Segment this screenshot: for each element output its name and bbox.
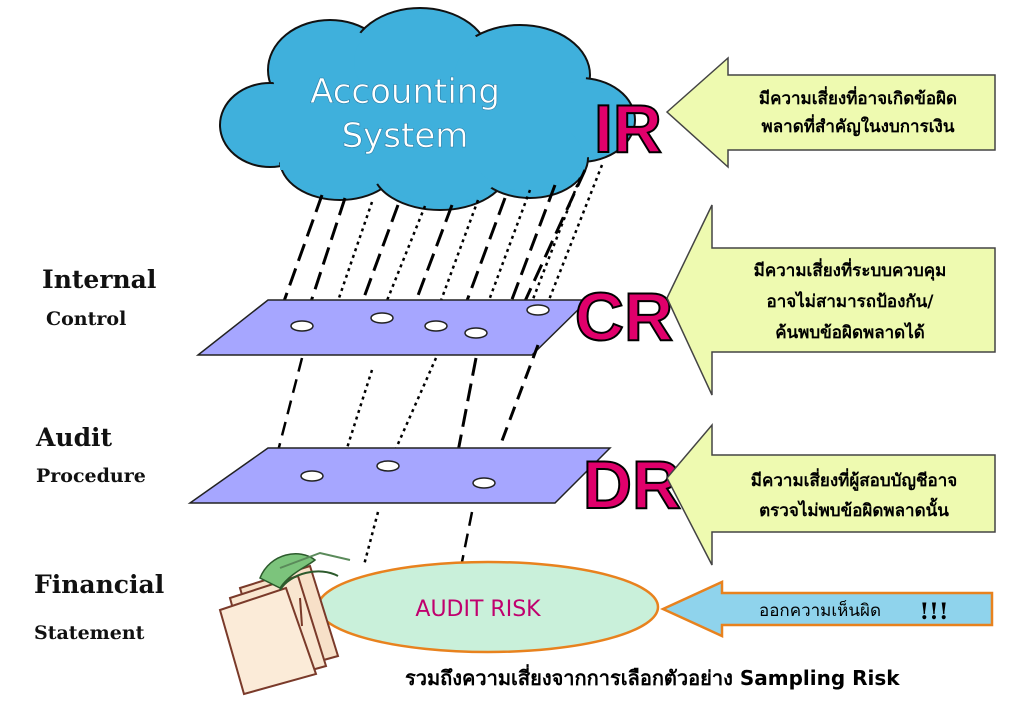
ir-callout xyxy=(665,56,996,169)
ir-desc-line2: พลาดที่สำคัญในงบการเงิน xyxy=(762,114,955,137)
accounting-system-cloud: Accounting System xyxy=(219,7,636,211)
cr-callout xyxy=(666,204,996,396)
cloud-title-line2: System xyxy=(342,116,469,156)
procedure-label: Procedure xyxy=(36,465,146,487)
dr-block: DR มีความเสี่ยงที่ผู้สอบบัญชีอาจ ตรวจไม่… xyxy=(582,422,996,566)
dr-desc-line1: มีความเสี่ยงที่ผู้สอบบัญชีอาจ xyxy=(751,468,957,492)
exclamation-marks: !!! xyxy=(920,599,949,625)
ir-code: IR xyxy=(594,91,662,167)
audit-procedure-plane xyxy=(187,447,612,504)
control-gaps xyxy=(290,304,550,339)
dr-code: DR xyxy=(583,447,681,523)
cr-desc-line3: ค้นพบข้อผิดพลาดได้ xyxy=(775,322,925,343)
internal-label: Internal xyxy=(42,265,157,294)
wrong-opinion-text: ออกความเห็นผิด xyxy=(759,599,881,621)
ir-desc-line1: มีความเสี่ยงที่อาจเกิดข้อผิด xyxy=(759,86,957,109)
papers-icon xyxy=(218,551,351,696)
cr-desc-line2: อาจไม่สามารถป้องกัน/ xyxy=(767,291,935,312)
cr-block: CR มีความเสี่ยงที่ระบบควบคุม อาจไม่สามาร… xyxy=(574,204,996,396)
cr-code: CR xyxy=(575,279,673,355)
sampling-risk-note: รวมถึงความเสี่ยงจากการเลือกตัวอย่าง Samp… xyxy=(405,666,900,690)
financial-label: Financial xyxy=(34,570,165,599)
cr-desc-line1: มีความเสี่ยงที่ระบบควบคุม xyxy=(754,258,947,281)
internal-control-plane xyxy=(195,299,590,356)
dr-desc-line2: ตรวจไม่พบข้อผิดพลาดนั้น xyxy=(759,497,949,521)
audit-risk-label: AUDIT RISK xyxy=(415,597,541,622)
statement-label: Statement xyxy=(34,622,145,644)
dr-callout xyxy=(666,422,996,566)
audit-gaps xyxy=(300,460,496,489)
wrong-opinion-arrow: ออกความเห็นผิด !!! xyxy=(659,580,994,638)
audit-risk-ellipse: AUDIT RISK xyxy=(316,560,660,654)
ir-block: IR มีความเสี่ยงที่อาจเกิดข้อผิด พลาดที่ส… xyxy=(593,56,996,169)
cloud-title-line1: Accounting xyxy=(310,72,500,112)
audit-label: Audit xyxy=(36,423,113,452)
control-label: Control xyxy=(46,308,127,330)
